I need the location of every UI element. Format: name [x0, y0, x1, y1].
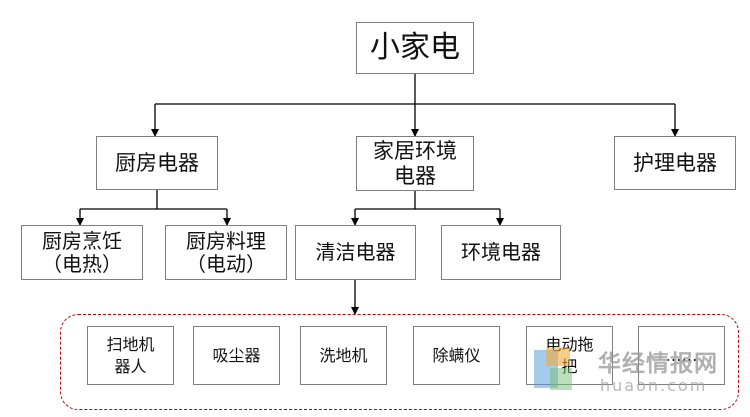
category-home-line2: 电器 [394, 163, 436, 188]
node-environment-label: 环境电器 [461, 240, 541, 264]
item-more: …… [638, 326, 725, 385]
node-kitchen-cooking-line2: （电热） [42, 251, 122, 276]
node-cleaning: 清洁电器 [295, 225, 416, 280]
category-care: 护理电器 [614, 136, 736, 190]
node-kitchen-processing: 厨房料理 （电动） [165, 225, 287, 280]
node-kitchen-cooking-line1: 厨房烹饪 [42, 228, 122, 253]
node-kitchen-processing-line2: （电动） [186, 251, 266, 276]
category-care-label: 护理电器 [633, 150, 717, 175]
node-kitchen-processing-line1: 厨房料理 [186, 228, 266, 253]
node-kitchen-cooking: 厨房烹饪 （电热） [21, 225, 143, 280]
root-node: 小家电 [356, 22, 474, 74]
item-mite-remover: 除螨仪 [413, 326, 500, 385]
item-electric-mop: 电动拖 把 [526, 326, 613, 385]
item-robot-vacuum-line1: 扫地机 [106, 334, 155, 354]
node-cleaning-label: 清洁电器 [315, 240, 396, 264]
item-vacuum-cleaner: 吸尘器 [193, 326, 280, 385]
category-home: 家居环境 电器 [356, 136, 474, 191]
node-environment: 环境电器 [441, 225, 561, 280]
item-vacuum-cleaner-label: 吸尘器 [212, 345, 261, 365]
item-floor-washer-label: 洗地机 [319, 345, 368, 365]
item-more-label: …… [665, 345, 698, 365]
category-kitchen: 厨房电器 [96, 136, 218, 190]
item-electric-mop-line2: 把 [561, 356, 578, 376]
item-floor-washer: 洗地机 [300, 326, 387, 385]
category-home-line1: 家居环境 [373, 139, 457, 164]
cleaning-products-group [60, 314, 739, 410]
item-robot-vacuum-line2: 器人 [114, 356, 147, 376]
root-label: 小家电 [370, 29, 460, 65]
category-kitchen-label: 厨房电器 [115, 150, 199, 175]
item-electric-mop-line1: 电动拖 [545, 334, 594, 354]
item-robot-vacuum: 扫地机 器人 [87, 326, 174, 385]
item-mite-remover-label: 除螨仪 [432, 345, 481, 365]
